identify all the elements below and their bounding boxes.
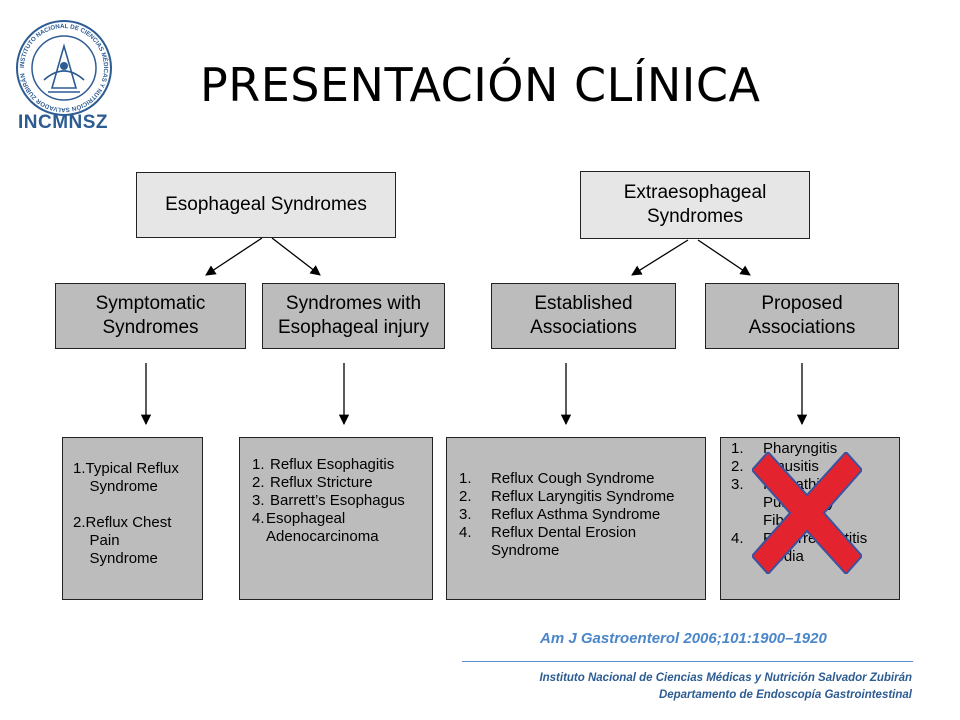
list-item: 4. Esophageal Adenocarcinoma [252,510,428,546]
list-item: 4. Reflux Dental Erosion Syndrome [459,524,701,560]
list-item-number: 1. [73,460,86,477]
list-item-text: Reflux Dental Erosion [491,524,637,541]
list-item-text: Adenocarcinoma [266,528,379,545]
footer-department: Departamento de Endoscopía Gastrointesti… [658,689,912,701]
list-item-number: 1. [252,456,265,473]
node-label: Esophageal Syndromes [165,194,367,216]
arrow-esophageal-to-injury [271,237,321,276]
node-extraesophageal-syndromes: Extraesophageal Syndromes [580,171,810,239]
list-item: 2. Reflux Laryngitis Syndrome [459,488,701,506]
list-esophageal-injury: 1. Reflux Esophagitis 2. Reflux Strictur… [239,437,433,600]
list-item-number: 3. [459,506,472,523]
list-item-text: Reflux Asthma Syndrome [491,506,661,523]
list-item-number: 2. [731,458,744,475]
node-symptomatic-syndromes: Symptomatic Syndromes [55,283,246,349]
node-label: Established [534,293,633,315]
node-label: Syndromes with [285,293,422,315]
list-item-number: 2. [73,514,86,531]
list-item: 3. Reflux Asthma Syndrome [459,506,701,524]
list-item: 2. Reflux Stricture [252,474,428,492]
list-item: 2. Reflux Chest Pain Syndrome [73,514,198,568]
node-label: Associations [748,317,856,338]
list-item-text: Reflux Esophagitis [270,456,395,473]
list-item-text: Reflux Stricture [270,474,373,491]
node-label: Symptomatic [95,293,206,315]
footer: Instituto Nacional de Ciencias Médicas y… [539,670,912,704]
list-item: 3. Barrett’s Esophagus [252,492,428,510]
list-item-text: Typical Reflux [85,460,179,477]
node-proposed-associations: Proposed Associations [705,283,899,349]
list-item-number: 2. [252,474,265,491]
node-label: Extraesophageal [623,182,767,204]
list-item-text: Syndrome [89,550,158,567]
node-label: Syndromes [102,317,199,338]
node-syndromes-esophageal-injury: Syndromes with Esophageal injury [262,283,445,349]
institution-logo: INSTITUTO NACIONAL DE CIENCIAS MÉDICAS Y… [14,18,114,138]
arrow-esophageal-to-symptomatic [205,237,263,276]
list-item-text: Pharyngitis [763,440,838,457]
list-item-text: Pain [89,532,120,549]
node-label: Syndromes [646,206,744,227]
list-item: 1. Typical Reflux Syndrome [73,460,198,496]
node-label: Associations [530,317,637,338]
cross-mark-icon [752,452,862,574]
list-item-number: 4. [459,524,472,541]
node-esophageal-syndromes: Esophageal Syndromes [136,172,396,238]
node-label: Esophageal injury [277,317,430,338]
logo-text: INCMNSZ [17,112,109,133]
list-item-number: 4. [252,510,265,527]
footer-divider [462,661,913,662]
list-item-text: Syndrome [491,542,560,559]
node-label: Proposed [761,293,843,315]
list-item: 1. Reflux Esophagitis [252,456,428,474]
list-item-text: Reflux Laryngitis Syndrome [491,488,675,505]
seal-icon: INSTITUTO NACIONAL DE CIENCIAS MÉDICAS Y… [16,20,112,116]
page-title: PRESENTACIÓN CLÍNICA [200,58,761,112]
list-symptomatic: 1. Typical Reflux Syndrome 2. Reflux Che… [62,437,203,600]
list-item-number: 3. [252,492,265,509]
list-item-text: Reflux Cough Syndrome [491,470,655,487]
list-item: 1. Reflux Cough Syndrome [459,470,701,488]
node-established-associations: Established Associations [491,283,676,349]
list-item-text: Reflux Chest [85,514,172,531]
list-item-number: 4. [731,530,744,547]
list-item-number: 1. [459,470,472,487]
list-item-number: 1. [731,440,744,457]
list-item: 1. Pharyngitis [731,440,895,458]
footer-institution: Instituto Nacional de Ciencias Médicas y… [539,672,912,684]
citation: Am J Gastroenterol 2006;101:1900–1920 [540,630,827,647]
list-item-text: Syndrome [89,478,158,495]
list-item-text: Esophageal [266,510,346,527]
list-item-number: 2. [459,488,472,505]
arrow-extra-to-established [631,239,689,276]
list-established: 1. Reflux Cough Syndrome 2. Reflux Laryn… [446,437,706,600]
list-item-text: Barrett’s Esophagus [270,492,405,509]
arrow-extra-to-proposed [697,239,751,276]
list-item-number: 3. [731,476,744,493]
